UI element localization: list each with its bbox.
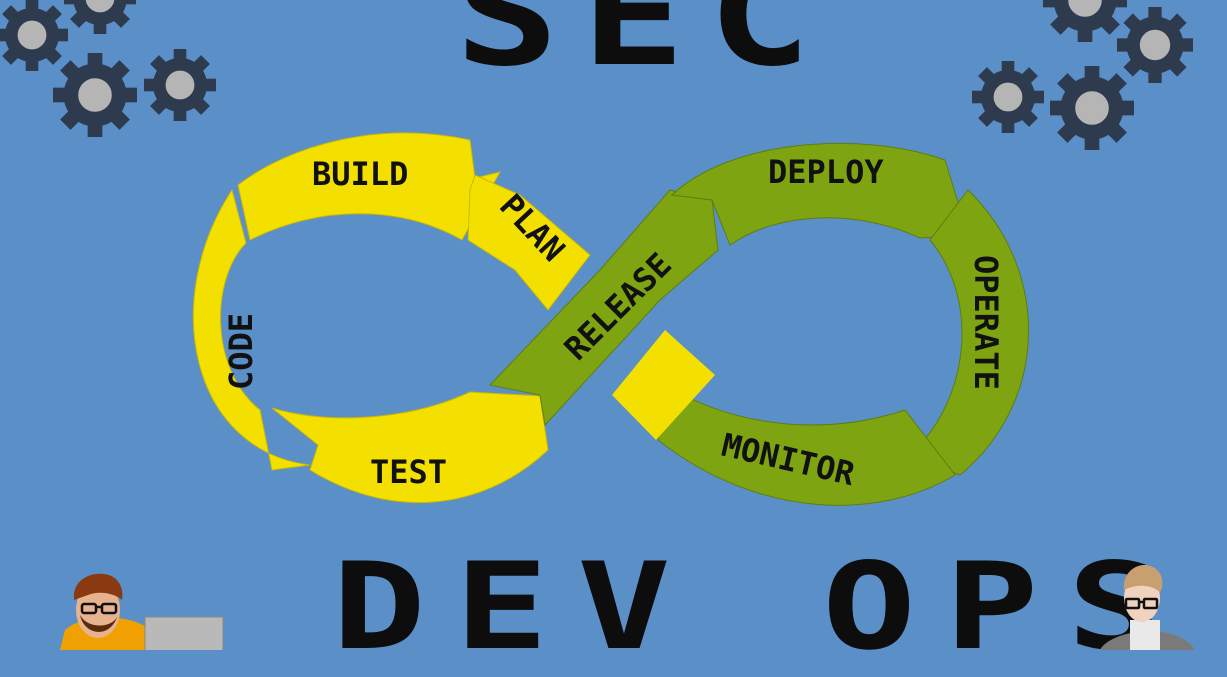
build-segment	[237, 132, 501, 241]
sec-title: SEC	[455, 0, 835, 97]
gear-icon-cluster-right	[970, 0, 1195, 150]
devsecops-infinity-diagram: BUILD CODE TEST PLAN RELEASE DEPLOY OPER…	[0, 0, 1195, 650]
gear-icon	[53, 53, 137, 137]
stage-label-deploy: DEPLOY	[768, 153, 884, 191]
release-segment	[489, 189, 719, 427]
gear-icon	[0, 0, 70, 73]
gear-icon	[1043, 0, 1127, 42]
plan-segment	[467, 174, 591, 311]
operator-figure	[1100, 565, 1195, 650]
glasses-icon	[1124, 597, 1159, 610]
operate-segment	[909, 189, 1029, 476]
gear-icon	[970, 59, 1046, 135]
deploy-segment	[670, 142, 969, 246]
gear-icon	[62, 0, 138, 36]
devops-title: DEV OPS	[332, 538, 1190, 677]
stage-label-test: TEST	[370, 453, 447, 491]
gear-icon	[1050, 66, 1134, 150]
stage-label-build: BUILD	[312, 155, 408, 193]
glasses-icon	[80, 602, 118, 615]
test-segment	[271, 391, 549, 504]
gear-icon	[1115, 5, 1195, 85]
monitor-segment	[657, 384, 956, 506]
dev-loop	[192, 132, 591, 504]
stage-label-operate: OPERATE	[967, 255, 1005, 390]
gear-icon-cluster-left	[0, 0, 218, 137]
ops-loop	[489, 142, 1029, 506]
loop-arrowhead	[612, 330, 715, 440]
code-segment	[192, 188, 311, 471]
laptop-icon	[144, 616, 224, 650]
stage-label-code: CODE	[222, 313, 260, 390]
developer-figure	[60, 573, 224, 650]
gear-icon	[142, 47, 218, 123]
